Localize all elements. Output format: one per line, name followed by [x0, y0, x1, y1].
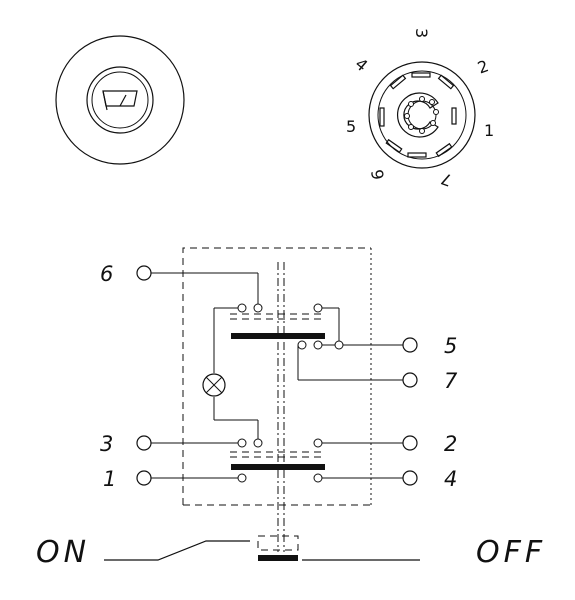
- actuator-bar: [258, 555, 298, 561]
- terminal-label-6: 6: [100, 262, 113, 286]
- wiper-icon: [102, 90, 138, 111]
- terminal-2: [402, 435, 418, 451]
- connector-pin-6: 6: [368, 168, 388, 181]
- terminal-label-5: 5: [444, 334, 457, 358]
- connector-pin-5: 5: [346, 117, 356, 136]
- connector-slots: [379, 72, 457, 158]
- position-actuator: ON OFF: [36, 535, 546, 570]
- terminal-label-2: 2: [444, 432, 457, 456]
- terminal-label-4: 4: [444, 467, 457, 491]
- terminal-label-1: 1: [103, 467, 116, 491]
- connector-pin-1: 1: [484, 121, 494, 140]
- terminal-4: [402, 470, 418, 486]
- wiring: [150, 272, 403, 479]
- connector-rear-view: 3 2 4 5 1 6 7: [346, 28, 494, 190]
- terminal-label-7: 7: [444, 369, 458, 393]
- lower-contact-bar: [231, 464, 325, 470]
- upper-contact-bar: [231, 333, 325, 339]
- connector-pin-3: 3: [412, 28, 431, 38]
- terminal-1: [136, 470, 152, 486]
- lamp-icon: [202, 373, 226, 397]
- terminal-3: [136, 435, 152, 451]
- terminal-7: [402, 372, 418, 388]
- switch-front-view: [55, 35, 185, 165]
- position-label-on: ON: [36, 535, 90, 570]
- position-label-off: OFF: [476, 535, 546, 570]
- terminal-label-3: 3: [100, 432, 113, 456]
- connector-pin-2: 2: [475, 56, 491, 77]
- connector-pin-7: 7: [438, 169, 454, 190]
- rotor-contacts: [404, 96, 439, 134]
- terminal-6: [136, 265, 152, 281]
- connector-pin-4: 4: [351, 54, 371, 75]
- terminal-5: [402, 337, 418, 353]
- switch-schematic: 6 3 1 5 7 2 4: [100, 247, 458, 552]
